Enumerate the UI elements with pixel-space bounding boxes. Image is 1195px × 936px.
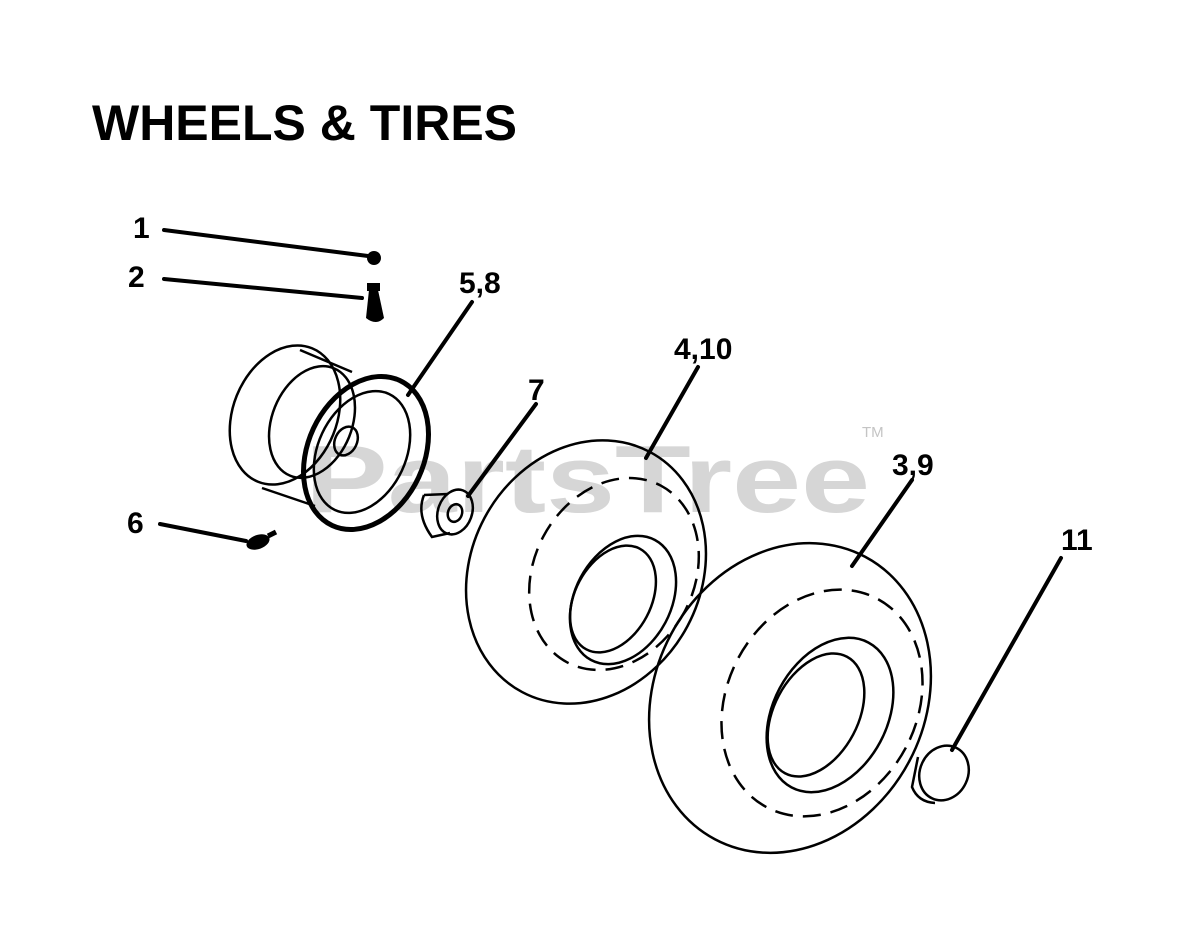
callout-1: 1 [133,212,150,245]
page-title: WHEELS & TIRES [92,95,517,151]
leader-6 [158,522,248,543]
leader-5-8 [406,300,474,397]
leader-11 [950,556,1063,752]
leader-2 [162,277,364,300]
watermark: PartsTree TM [305,424,884,533]
leader-lines [158,228,1063,752]
part-11-spacer [910,744,971,805]
callout-11: 11 [1061,524,1093,557]
callout-7: 7 [528,374,545,407]
part-1-valve-cap [367,251,381,265]
part-3-9-tire [647,541,933,855]
leader-7 [466,402,538,498]
part-7-bushing [420,488,475,539]
part-rim-hub [228,344,357,508]
part-2-valve-stem [366,283,384,322]
part-5-8-rim [301,373,431,533]
leader-1 [162,228,370,258]
callout-3-9: 3,9 [892,449,934,482]
callout-6: 6 [127,507,144,540]
watermark-text: PartsTree [305,426,870,533]
leader-3-9 [850,478,914,568]
callout-4-10: 4,10 [674,333,732,366]
callout-5-8: 5,8 [459,267,501,300]
watermark-trademark: TM [862,424,884,441]
callout-2: 2 [128,261,145,294]
leader-4-10 [644,365,700,460]
part-6-screw [246,529,278,550]
callout-labels: 1 2 5,8 4,10 7 3,9 6 11 [127,212,1093,557]
